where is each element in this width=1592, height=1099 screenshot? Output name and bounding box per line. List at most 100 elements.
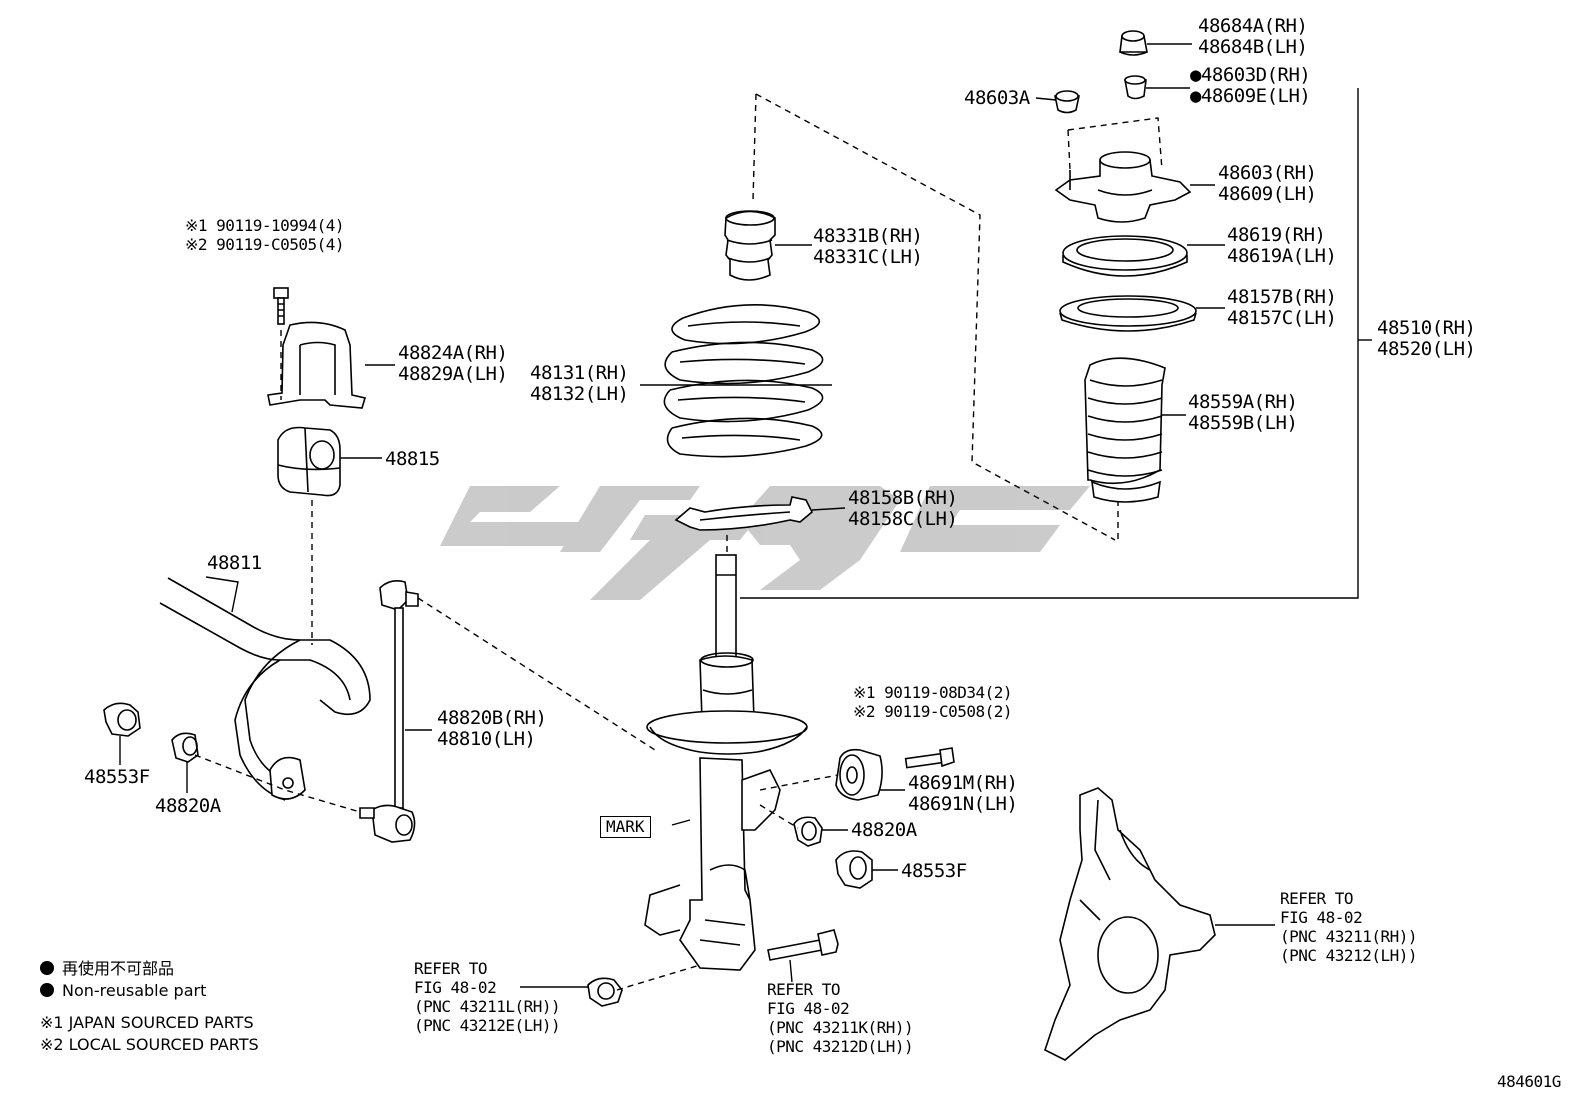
legend-nonreuse-en: Non-reusable part <box>40 980 259 1002</box>
label-48510-rh: 48510(RH) <box>1377 317 1476 339</box>
assembly-dashed-lines <box>194 330 839 991</box>
label-48691: 48691M(RH) 48691N(LH) <box>908 772 1018 815</box>
label-bolt-top-japan: ※1 90119-10994(4) <box>185 216 345 235</box>
label-48810-lh: 48810(LH) <box>437 728 536 750</box>
label-bolt-top-local: ※2 90119-C0505(4) <box>185 235 345 254</box>
label-48331: 48331B(RH) 48331C(LH) <box>813 225 923 268</box>
bolt-90119-top <box>273 287 289 325</box>
stabilizer-bar-48811 <box>159 577 371 801</box>
shock-absorber <box>644 554 808 971</box>
bullet-icon <box>40 961 54 975</box>
cap-nut-48684 <box>1119 30 1148 56</box>
label-48157: 48157B(RH) 48157C(LH) <box>1227 286 1337 329</box>
legend-japan: ※1 JAPAN SOURCED PARTS <box>40 1013 254 1032</box>
upper-support-48603 <box>1054 151 1192 223</box>
label-48553f-left: 48553F <box>84 766 150 788</box>
ref-knuckle-line3: (PNC 43211(RH)) <box>1280 927 1418 946</box>
label-48603d: ●48603D(RH) ●48609E(LH) <box>1190 64 1311 107</box>
label-48829a-lh: 48829A(LH) <box>398 363 508 385</box>
label-48619a-lh: 48619A(LH) <box>1227 245 1337 267</box>
watermark-logo <box>440 486 1090 600</box>
leader-lines <box>119 43 1372 988</box>
label-48684-lh: 48684B(LH) <box>1198 36 1308 58</box>
label-48811: 48811 <box>207 552 262 574</box>
label-48691n-lh: 48691N(LH) <box>908 793 1018 815</box>
label-bolt-mid-local: ※2 90119-C0508(2) <box>853 702 1013 721</box>
label-48820b-rh: 48820B(RH) <box>437 707 547 729</box>
stabilizer-link-48820b <box>359 580 419 843</box>
ref-nut: REFER TO FIG 48-02 (PNC 43211L(RH)) (PNC… <box>414 959 561 1035</box>
label-48158: 48158B(RH) 48158C(LH) <box>848 487 958 530</box>
label-bolt-mid: ※1 90119-08D34(2) ※2 90119-C0508(2) <box>853 683 1013 721</box>
label-48158b-rh: 48158B(RH) <box>848 487 958 509</box>
nut-48603d <box>1124 75 1147 100</box>
ref-nut-line2: FIG 48-02 <box>414 978 497 997</box>
label-48559b-lh: 48559B(LH) <box>1188 412 1298 434</box>
nut-48820a-left <box>171 732 199 763</box>
label-bolt-top: ※1 90119-10994(4) ※2 90119-C0505(4) <box>185 216 345 254</box>
label-48820b: 48820B(RH) 48810(LH) <box>437 707 547 750</box>
label-48603: 48603(RH) 48609(LH) <box>1218 163 1317 205</box>
label-48331c-lh: 48331C(LH) <box>813 246 923 268</box>
bump-stopper-48331 <box>724 210 776 281</box>
lower-insulator-48158 <box>674 496 813 531</box>
ref-bolt: REFER TO FIG 48-02 (PNC 43211K(RH)) (PNC… <box>767 980 914 1056</box>
mount-boundary-dash <box>752 93 1163 541</box>
label-48824: 48824A(RH) 48829A(LH) <box>398 342 508 385</box>
label-48158c-lh: 48158C(LH) <box>848 508 958 530</box>
label-48824a-rh: 48824A(RH) <box>398 342 508 364</box>
label-48609-lh: 48609(LH) <box>1218 183 1317 205</box>
ref-nut-line3: (PNC 43211L(RH)) <box>414 997 561 1016</box>
insulator-48157 <box>1059 295 1197 332</box>
nut-48820a-right <box>793 816 823 847</box>
ref-bolt-line4: (PNC 43212D(LH)) <box>767 1037 914 1056</box>
bullet-icon <box>40 983 54 997</box>
label-48619-rh: 48619(RH) <box>1227 224 1326 246</box>
ref-nut-line1: REFER TO <box>414 959 488 978</box>
nut-48553f-right <box>835 850 873 889</box>
label-48609e-lh: ●48609E(LH) <box>1190 85 1311 107</box>
ref-nut-line4: (PNC 43212E(LH)) <box>414 1016 561 1035</box>
bushing-48691 <box>835 748 883 801</box>
bushing-48815 <box>277 426 341 497</box>
label-48131: 48131(RH) 48132(LH) <box>530 362 629 405</box>
figure-id: 484601G <box>1497 1072 1561 1091</box>
label-bolt-mid-japan: ※1 90119-08D34(2) <box>853 683 1013 702</box>
label-48132-lh: 48132(LH) <box>530 383 629 405</box>
ref-bolt-line2: FIG 48-02 <box>767 999 850 1018</box>
coil-spring-48131 <box>663 303 824 458</box>
bracket-48824 <box>267 321 367 409</box>
label-48553f-right: 48553F <box>901 860 967 882</box>
label-48691m-rh: 48691M(RH) <box>908 772 1018 794</box>
label-48684-rh: 48684A(RH) <box>1198 15 1308 37</box>
label-48157b-rh: 48157B(RH) <box>1227 286 1337 308</box>
label-48520-lh: 48520(LH) <box>1377 338 1476 360</box>
bearing-48619 <box>1062 235 1188 277</box>
label-48619: 48619(RH) 48619A(LH) <box>1227 224 1337 267</box>
ref-bolt-line3: (PNC 43211K(RH)) <box>767 1018 914 1037</box>
legend-local: ※2 LOCAL SOURCED PARTS <box>40 1035 259 1054</box>
mark-label: MARK <box>600 816 651 838</box>
ref-bolt-line1: REFER TO <box>767 980 841 999</box>
nut-48553f-left <box>103 702 141 737</box>
label-48331b-rh: 48331B(RH) <box>813 225 923 247</box>
ref-knuckle-line4: (PNC 43212(LH)) <box>1280 946 1418 965</box>
nut-48603a <box>1054 90 1080 114</box>
label-48510: 48510(RH) 48520(LH) <box>1377 317 1476 360</box>
bolt-90119-mid <box>904 747 955 769</box>
label-48815: 48815 <box>385 448 440 470</box>
label-48559: 48559A(RH) 48559B(LH) <box>1188 392 1298 434</box>
label-48131-rh: 48131(RH) <box>530 362 629 384</box>
label-48157c-lh: 48157C(LH) <box>1227 307 1337 329</box>
nut-43211l <box>587 977 623 1007</box>
legend: 再使用不可部品 Non-reusable part ※1 JAPAN SOURC… <box>40 958 259 1056</box>
bolt-43211k <box>767 929 839 961</box>
label-48603a: 48603A <box>964 87 1030 109</box>
ref-knuckle-line1: REFER TO <box>1280 889 1354 908</box>
label-48684: 48684A(RH) 48684B(LH) <box>1198 15 1308 58</box>
label-48820a-right: 48820A <box>851 819 917 841</box>
ref-knuckle-line2: FIG 48-02 <box>1280 908 1363 927</box>
label-48603d-rh: ●48603D(RH) <box>1190 64 1311 86</box>
